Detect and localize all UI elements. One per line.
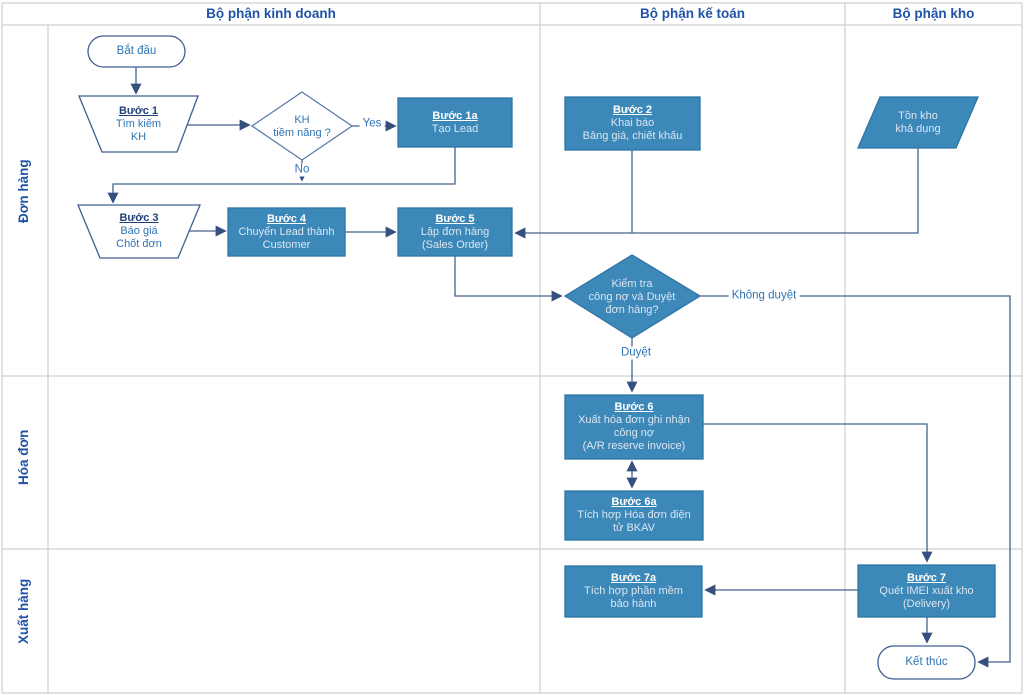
shapes [77, 35, 996, 680]
step1a-node: Bước 1a Tạo Lead [431, 109, 479, 135]
end-node: Kết thúc [905, 656, 948, 668]
step4-node-shape [227, 207, 346, 257]
edge-step1a-to-step3 [107, 147, 456, 204]
lane-header-sales: Bộ phận kinh doanh [206, 6, 336, 21]
step7a-node-shape [564, 565, 703, 618]
edge-label-no: No [291, 163, 313, 177]
step4-node: Bước 4 Chuyển Lead thành Customer [238, 212, 335, 251]
step6-node: Bước 6 Xuất hóa đơn ghi nhận công nợ (A/… [578, 401, 690, 452]
step6a-node-shape [564, 490, 704, 541]
approval-decision-diamond-shape [563, 254, 702, 339]
lead-decision-diamond-shape [250, 91, 354, 161]
step2-node-shape [564, 96, 701, 151]
step6-node-shape [564, 394, 704, 460]
lane-header-warehouse: Bộ phận kho [892, 6, 975, 21]
step7-node: Bước 7 Quét IMEI xuất kho (Delivery) [879, 571, 974, 610]
edge-label-approve: Duyệt [617, 346, 655, 360]
lane-header-accounting: Bộ phận kế toán [639, 6, 745, 21]
step5-node-shape [397, 207, 513, 257]
stock-parallelogram-shape [857, 96, 979, 149]
step1-trapezoid-shape [78, 95, 199, 153]
step1a-node-shape [397, 97, 513, 148]
stock-node: Tồn kho khả dụng [895, 109, 941, 135]
start-node: Bắt đầu [116, 45, 157, 57]
phase-label-shipping: Xuất hàng [16, 578, 31, 644]
step6a-node: Bước 6a Tích hợp Hóa đơn điện tử BKAV [577, 496, 691, 534]
phase-label-invoice: Hóa đơn [16, 429, 31, 485]
step5-node: Bước 5 Lập đơn hàng (Sales Order) [420, 212, 490, 251]
phase-label-order: Đơn hàng [16, 159, 31, 223]
edge-label-reject: Không duyệt [728, 289, 800, 303]
edge-label-yes: Yes [359, 117, 385, 131]
step7a-node: Bước 7a Tích hợp phần mềm bảo hành [584, 572, 683, 610]
step3-node: Bước 3 Báo giá Chốt đơn [116, 212, 162, 250]
step2-node: Bước 2 Khai báo Bảng giá, chiết khấu [582, 104, 683, 142]
edge-step6-to-step7 [703, 423, 933, 563]
step1-node: Bước 1 Tìm kiếm KH [115, 104, 162, 143]
start-node-shape [87, 35, 186, 68]
step7-node-shape [857, 564, 996, 618]
step3-trapezoid-shape [77, 204, 201, 259]
lead-decision-node: KH tiềm năng ? [273, 114, 331, 139]
edge-stock-to-step5 [514, 148, 919, 239]
approval-decision-node: Kiểm tra công nợ và Duyệt đơn hàng? [588, 277, 676, 316]
edge-step5-to-check [454, 256, 563, 302]
edge-check-reject-to-end [700, 295, 1011, 668]
end-node-shape [877, 645, 976, 680]
